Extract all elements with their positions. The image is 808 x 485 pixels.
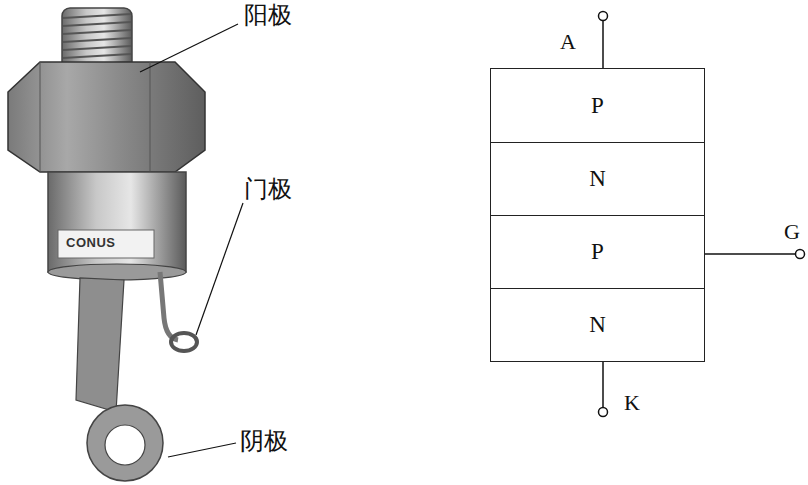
label-band <box>58 230 154 258</box>
cathode-hole <box>105 425 145 465</box>
part-name: 门极 <box>244 176 292 202</box>
brand-text: CONUS <box>66 236 115 250</box>
gate-lead <box>160 272 178 340</box>
part-name: 阴极 <box>240 428 288 454</box>
part-name: 阳极 <box>244 2 292 28</box>
terminal-dot <box>796 250 805 259</box>
leader-line <box>168 443 236 457</box>
leader-line <box>196 203 243 335</box>
terminal-wire <box>602 360 604 407</box>
hex-edge <box>40 62 41 172</box>
body-base <box>48 264 186 280</box>
terminal-wire <box>705 253 795 255</box>
cathode-ring <box>87 405 163 481</box>
body <box>48 172 186 272</box>
hex-edge <box>150 62 151 172</box>
layer-type: P <box>591 239 604 265</box>
semiconductor-layer: P <box>490 215 705 289</box>
terminal-dot <box>599 408 608 417</box>
thread <box>63 14 131 66</box>
terminal-name: G <box>784 220 800 244</box>
cathode-strap <box>76 278 124 412</box>
semiconductor-layer: N <box>490 142 705 217</box>
layer-type: N <box>589 312 606 338</box>
semiconductor-layer: N <box>490 288 705 362</box>
terminal-name: K <box>624 391 640 415</box>
terminal-name: A <box>560 30 576 54</box>
hex-base <box>8 62 205 172</box>
gate-ring <box>171 333 197 351</box>
leader-line <box>140 24 238 72</box>
terminal-dot <box>599 12 608 21</box>
layer-type: P <box>591 93 604 119</box>
layer-type: N <box>589 166 606 192</box>
terminal-wire <box>602 20 604 68</box>
semiconductor-layer: P <box>490 68 705 143</box>
